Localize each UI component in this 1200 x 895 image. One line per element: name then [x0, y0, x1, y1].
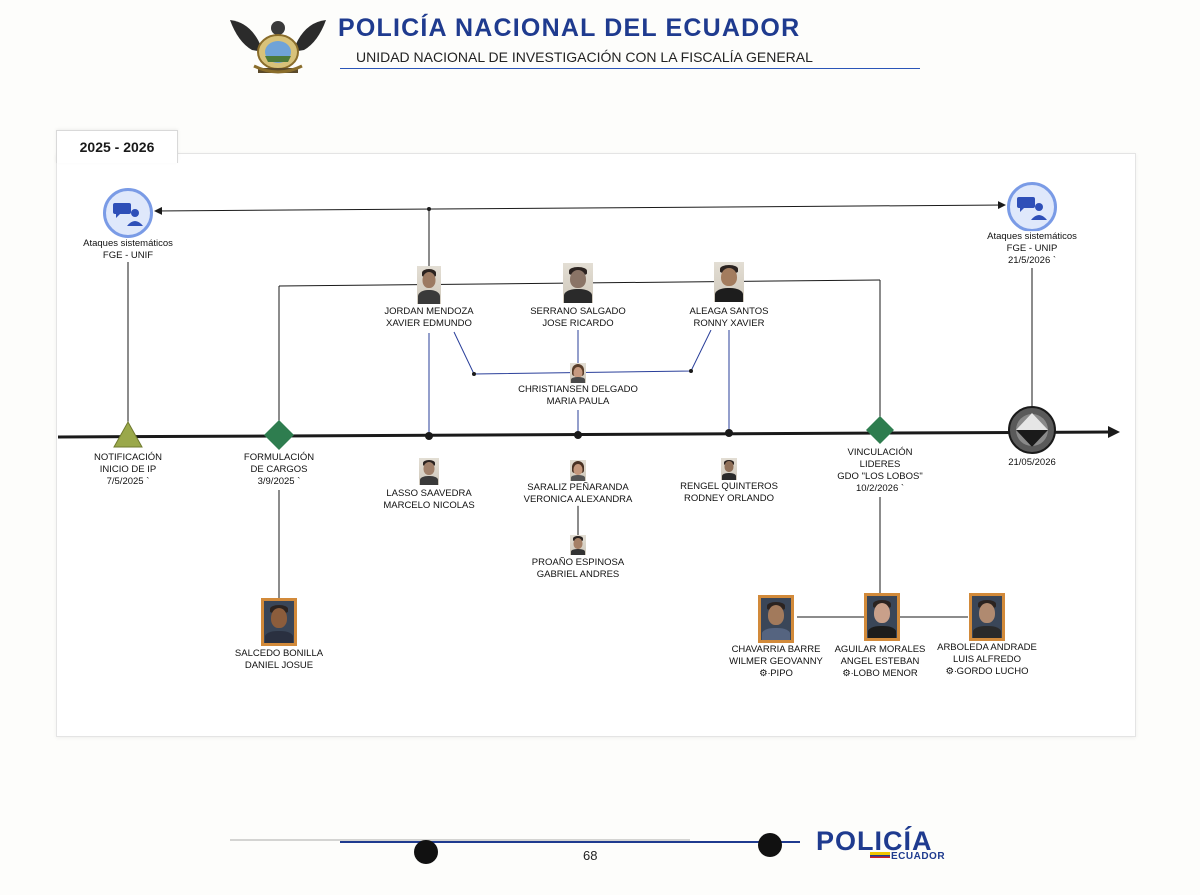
period-tab[interactable]: 2025 - 2026 [56, 130, 178, 163]
page-number: 68 [583, 848, 598, 863]
footer-dot-right [758, 833, 782, 857]
person-photo [261, 598, 297, 646]
person-photo [864, 593, 900, 641]
chat-icon [1007, 182, 1057, 232]
milestone-end-label: 21/05/2026 [1008, 457, 1056, 469]
person-photo [570, 363, 586, 383]
footer-brand-sub: ECUADOR [891, 851, 946, 862]
person-photo [570, 535, 586, 555]
person-photo [419, 458, 439, 485]
header-divider [340, 68, 920, 69]
person-photo [417, 266, 441, 304]
person-photo [721, 458, 737, 480]
footer-brand-logo: POLICÍA [816, 826, 933, 856]
person-photo [714, 262, 744, 302]
person-photo [969, 593, 1005, 641]
flag-icon [870, 852, 890, 858]
page-title: POLICÍA NACIONAL DEL ECUADOR [338, 14, 801, 42]
person-photo [570, 460, 586, 481]
footer-dot-left [414, 840, 438, 864]
timeline-panel [56, 153, 1136, 737]
person-photo [563, 263, 593, 303]
page-subtitle: UNIDAD NACIONAL DE INVESTIGACIÓN CON LA … [356, 49, 813, 65]
police-emblem-icon [230, 20, 326, 74]
chat-icon [103, 188, 153, 238]
person-photo [758, 595, 794, 643]
